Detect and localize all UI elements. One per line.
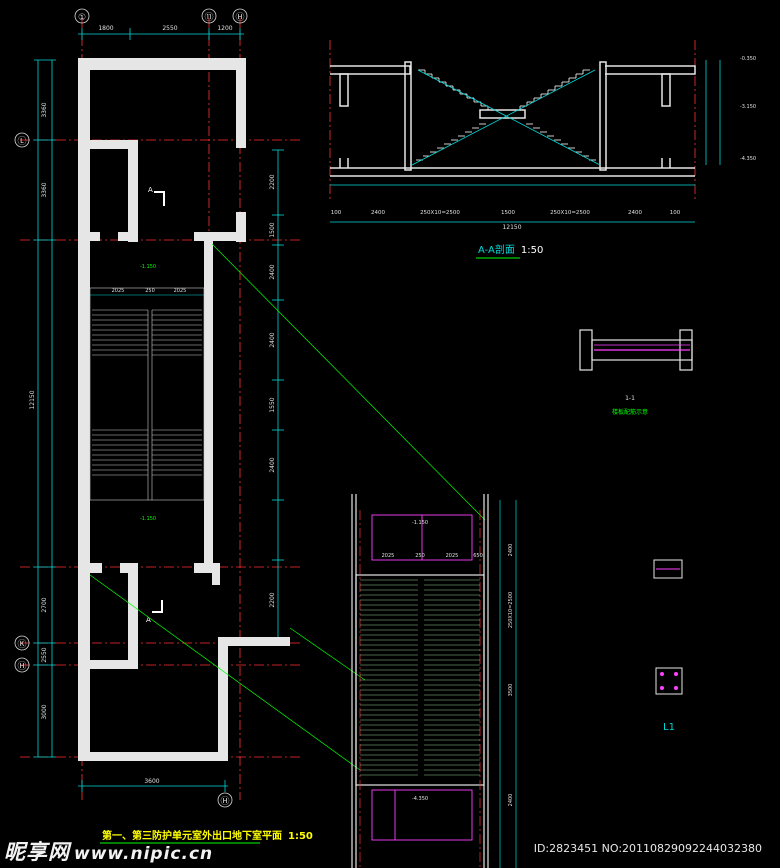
- section-aa-drawing: 100 2400 250X10=2500 1500 250X10=2500 24…: [329, 40, 756, 259]
- stair-plan-side-dim-2: 250X10=2500: [508, 592, 514, 628]
- left-dim-3: 12150: [29, 390, 36, 409]
- section-level-2: -3.150: [740, 104, 756, 110]
- right-dim-7: 2200: [269, 592, 276, 607]
- axis-label-left-2: Ⓚ: [17, 639, 26, 650]
- section-dim-lines: [330, 60, 721, 223]
- section-dim-1: 100: [331, 210, 342, 216]
- stair-plan-side-dim-3: 3500: [508, 684, 514, 697]
- watermark-logo-cn: 昵享网: [4, 840, 70, 864]
- section-dim-2: 2400: [371, 210, 385, 216]
- section-stair-diagonals: [411, 69, 601, 166]
- left-dim-4: 2700: [41, 597, 48, 612]
- top-dimension-line: [78, 28, 244, 40]
- plan-level-bottom: -1.150: [140, 516, 156, 522]
- stair-plan-walls: [351, 494, 489, 868]
- leader-lines: [89, 243, 486, 771]
- stair-plan-axis: [359, 510, 481, 868]
- grid-axis-markers: [14, 8, 248, 808]
- stair-plan-dim-3: 2025: [446, 553, 459, 559]
- watermark-id: ID:2823451 NO:20110829092244032380: [533, 842, 762, 855]
- axis-label-left-1: Ⓛ: [17, 136, 26, 147]
- top-dim-3: 1200: [217, 25, 232, 32]
- left-dim-6: 3000: [41, 704, 48, 719]
- stair-plan-side-dim-4: 2400: [508, 794, 514, 807]
- stair-plan-dim-lines: [499, 500, 517, 868]
- plan-bottom-dimension: [78, 780, 228, 792]
- axis-label-left-3: Ⓗ: [17, 661, 26, 672]
- stair-plan-dim-2: 250: [415, 553, 425, 559]
- top-dim-2: 2550: [162, 25, 177, 32]
- right-dim-3: 2400: [269, 264, 276, 279]
- section-level-3: -4.350: [740, 156, 756, 162]
- plan-stair-flight: [89, 287, 205, 501]
- detail-1-1-label: 1-1: [625, 395, 635, 402]
- plan-drawing: ① ⑪ Ⓗ Ⓛ Ⓚ Ⓗ Ⓗ 1800 2550 1200 3360 3360 1…: [14, 8, 486, 844]
- stair-plan-level-1: -1.150: [412, 520, 428, 526]
- right-dim-6: 2400: [269, 457, 276, 472]
- axis-lines: [20, 18, 300, 800]
- section-level-1: -0.350: [740, 56, 756, 62]
- axis-label-top-3: Ⓗ: [235, 12, 244, 23]
- stair-plan-treads: [360, 579, 480, 776]
- watermark-logo-url: www.nipic.cn: [74, 844, 214, 864]
- plan-inner-dim-1: 2025: [112, 288, 125, 294]
- detail-1-1-caption: 楼板配筋示意: [612, 408, 648, 416]
- axis-label-top-1: ①: [78, 13, 86, 23]
- stair-plan-dim-1: 2025: [382, 553, 395, 559]
- axis-label-top-2: ⑪: [204, 12, 213, 23]
- plan-inner-dim-2: 250: [145, 288, 155, 294]
- section-mark-top: A: [148, 186, 153, 194]
- plan-inner-dim-3: 2025: [174, 288, 187, 294]
- section-dim-7: 100: [670, 210, 681, 216]
- left-dimension-lines: [34, 59, 56, 758]
- section-cut-marks: [152, 191, 165, 613]
- stair-plan-level-2: -4.350: [412, 796, 428, 802]
- plan-level-top: -1.150: [140, 264, 156, 270]
- top-dim-1: 1800: [98, 25, 113, 32]
- right-dim-5: 1550: [269, 397, 276, 412]
- left-dim-5: 2550: [41, 647, 48, 662]
- beam-detail-upper: [653, 559, 683, 579]
- right-dim-4: 2400: [269, 332, 276, 347]
- section-mark-bottom: A: [146, 616, 151, 624]
- section-dim-3: 250X10=2500: [420, 210, 460, 216]
- left-dim-1: 3360: [41, 102, 48, 117]
- section-total-dim: 12150: [502, 224, 521, 231]
- plan-treads-right: [152, 309, 202, 476]
- axis-label-bottom-1: Ⓗ: [220, 796, 229, 807]
- detail-L1-label: L1: [663, 722, 675, 733]
- section-slabs: [330, 61, 696, 177]
- section-dim-4: 1500: [501, 210, 515, 216]
- right-dim-2: 1500: [269, 222, 276, 237]
- stair-plan-rebar: [371, 514, 473, 841]
- section-dim-6: 2400: [628, 210, 642, 216]
- beam-detail-L1: L1: [655, 667, 683, 733]
- detail-1-1: 1-1 楼板配筋示意: [579, 329, 693, 416]
- left-dim-2: 3360: [41, 182, 48, 197]
- section-dim-5: 250X10=2500: [550, 210, 590, 216]
- stair-plan-drawing: 2025 250 2025 650 -1.150 -4.350 2400 250…: [351, 494, 517, 868]
- stair-plan-side-dim-1: 2400: [508, 544, 514, 557]
- plan-bottom-dim: 3600: [144, 778, 159, 785]
- plan-walls: [78, 58, 290, 761]
- plan-treads-left: [92, 309, 148, 476]
- right-dim-1: 2200: [269, 174, 276, 189]
- stair-plan-dim-4: 650: [473, 553, 483, 559]
